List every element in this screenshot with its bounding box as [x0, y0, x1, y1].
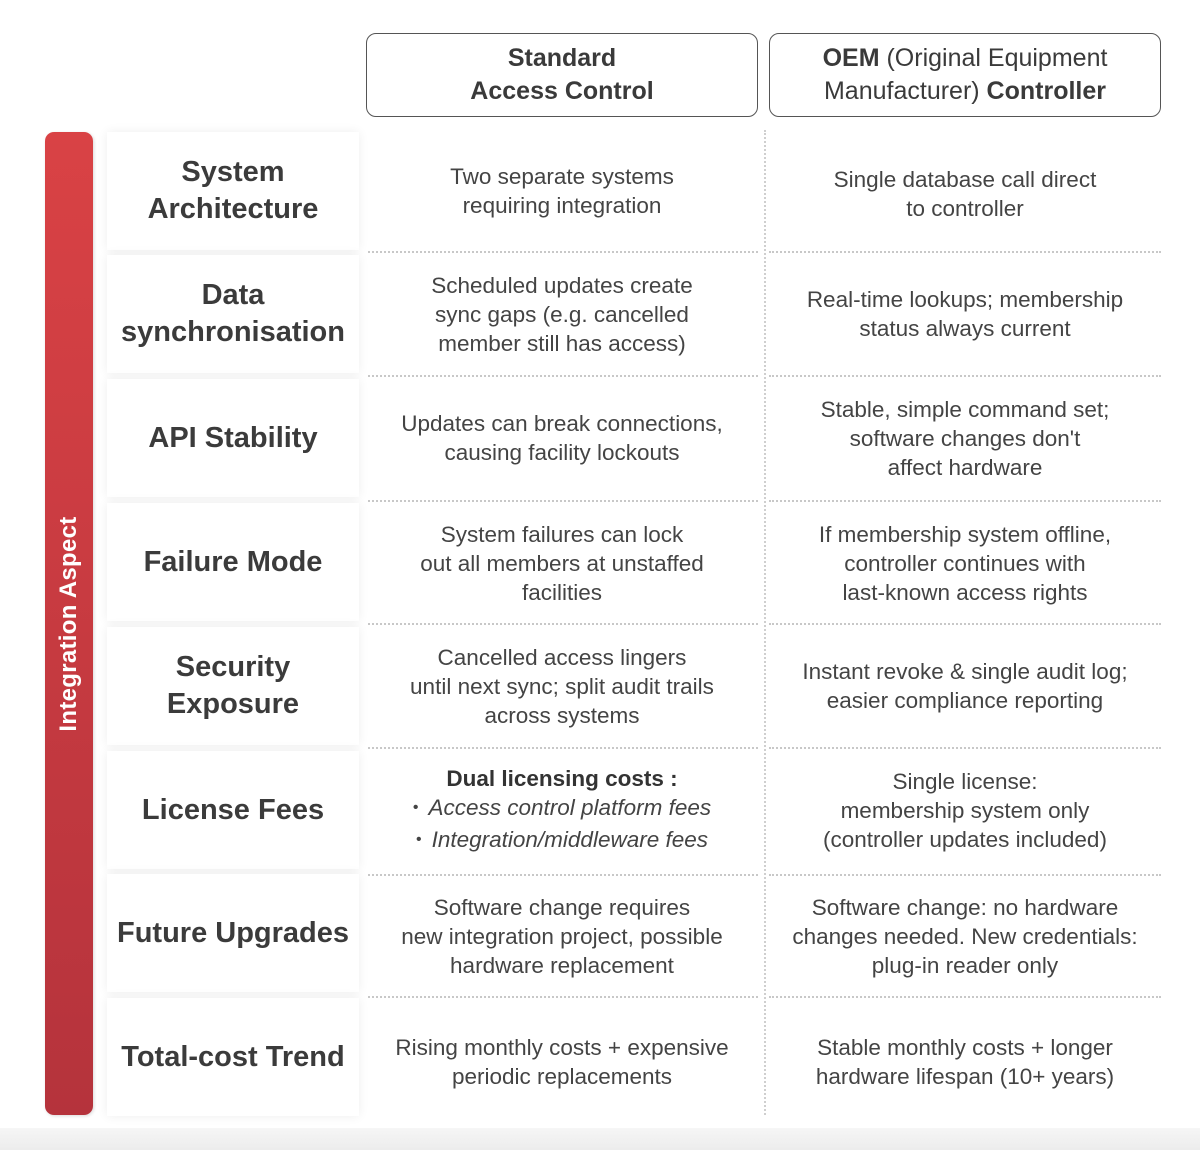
oem-api-stability-text: Stable, simple command set; software cha… — [820, 396, 1110, 480]
oem-security-exposure-text: Instant revoke & single audit log; easie… — [802, 659, 1128, 713]
oem-api-stability: Stable, simple command set; software cha… — [770, 378, 1160, 498]
bullet-text: Integration/middleware fees — [431, 826, 708, 852]
row-divider — [769, 375, 1161, 377]
row-divider — [368, 747, 758, 749]
header-standard-line2: Access Control — [470, 77, 654, 105]
header-oem-line2: Manufacturer) Controller — [824, 75, 1106, 108]
integration-aspect-label: Integration Aspect — [55, 515, 82, 732]
row-divider — [368, 500, 758, 502]
standard-system-architecture: Two separate systems requiring integrati… — [368, 132, 756, 250]
aspect-future-upgrades: Future Upgrades — [107, 874, 359, 992]
standard-security-exposure: Cancelled access lingers until next sync… — [368, 626, 756, 746]
row-divider — [368, 996, 758, 998]
aspect-system-architecture: System Architecture — [107, 132, 359, 250]
header-standard-line1: Standard — [507, 44, 617, 72]
row-divider — [769, 874, 1161, 876]
header-oem-controller: OEM (Original Equipment Manufacturer) Co… — [769, 33, 1161, 117]
standard-data-synchronisation-text: Scheduled updates create sync gaps (e.g.… — [431, 272, 693, 356]
standard-system-architecture-text: Two separate systems requiring integrati… — [450, 164, 674, 218]
oem-total-cost-trend-text: Stable monthly costs + longer hardware l… — [815, 1035, 1115, 1089]
standard-security-exposure-text: Cancelled access lingers until next sync… — [410, 644, 714, 728]
standard-failure-mode-text: System failures can lock out all members… — [420, 521, 704, 605]
column-divider — [764, 130, 766, 1115]
bullet-icon: • — [415, 830, 422, 848]
bullet-icon: • — [412, 798, 419, 816]
aspect-security-exposure: Security Exposure — [107, 627, 359, 745]
row-divider — [368, 375, 758, 377]
header-oem-bold-2: Controller — [986, 77, 1106, 105]
row-divider — [769, 747, 1161, 749]
header-oem-line1: OEM (Original Equipment — [823, 42, 1108, 75]
aspect-total-cost-trend: Total-cost Trend — [107, 998, 359, 1116]
integration-aspect-bar: Integration Aspect — [45, 132, 93, 1115]
aspect-api-stability: API Stability — [107, 379, 359, 497]
oem-system-architecture-text: Single database call direct to controlle… — [833, 167, 1097, 221]
standard-api-stability: Updates can break connections, causing f… — [368, 378, 756, 498]
standard-total-cost-trend-text: Rising monthly costs + expensive periodi… — [395, 1035, 729, 1089]
oem-security-exposure: Instant revoke & single audit log; easie… — [770, 626, 1160, 746]
aspect-failure-mode: Failure Mode — [107, 503, 359, 621]
standard-failure-mode: System failures can lock out all members… — [368, 503, 756, 623]
row-divider — [368, 623, 758, 625]
row-divider — [769, 623, 1161, 625]
oem-total-cost-trend: Stable monthly costs + longer hardware l… — [770, 1000, 1160, 1124]
oem-license-fees: Single license: membership system only (… — [770, 750, 1160, 870]
row-divider — [769, 996, 1161, 998]
standard-license-fees: Dual licensing costs : • Access control p… — [368, 750, 756, 870]
standard-license-fees-bullet-2: • Integration/middleware fees — [416, 825, 708, 857]
header-oem-text-1: (Original Equipment — [879, 44, 1108, 72]
row-divider — [368, 251, 758, 253]
standard-total-cost-trend: Rising monthly costs + expensive periodi… — [368, 1000, 756, 1124]
oem-future-upgrades: Software change: no hardware changes nee… — [770, 876, 1160, 996]
oem-failure-mode-text: If membership system offline, controller… — [818, 521, 1112, 605]
header-oem-text-2: Manufacturer) — [823, 77, 987, 105]
oem-system-architecture: Single database call direct to controlle… — [770, 132, 1160, 256]
standard-future-upgrades-text: Software change requires new integration… — [401, 894, 723, 978]
header-oem-bold-1: OEM — [822, 44, 880, 72]
oem-failure-mode: If membership system offline, controller… — [770, 503, 1160, 623]
row-divider — [769, 251, 1161, 253]
standard-api-stability-text: Updates can break connections, causing f… — [401, 411, 723, 465]
oem-data-synchronisation-text: Real-time lookups; membership status alw… — [806, 287, 1124, 341]
header-standard-access-control: Standard Access Control — [366, 33, 758, 117]
oem-data-synchronisation: Real-time lookups; membership status alw… — [770, 254, 1160, 374]
oem-future-upgrades-text: Software change: no hardware changes nee… — [792, 894, 1138, 978]
aspect-data-synchronisation: Data synchronisation — [107, 255, 359, 373]
standard-future-upgrades: Software change requires new integration… — [368, 876, 756, 996]
standard-license-fees-heading: Dual licensing costs : — [446, 765, 678, 791]
row-divider — [769, 500, 1161, 502]
standard-data-synchronisation: Scheduled updates create sync gaps (e.g.… — [368, 254, 756, 374]
row-divider — [368, 874, 758, 876]
oem-license-fees-text: Single license: membership system only (… — [823, 768, 1107, 852]
standard-license-fees-bullet-1: • Access control platform fees — [413, 793, 711, 825]
aspect-license-fees: License Fees — [107, 751, 359, 869]
bottom-band — [0, 1128, 1200, 1150]
bullet-text: Access control platform fees — [428, 794, 712, 820]
